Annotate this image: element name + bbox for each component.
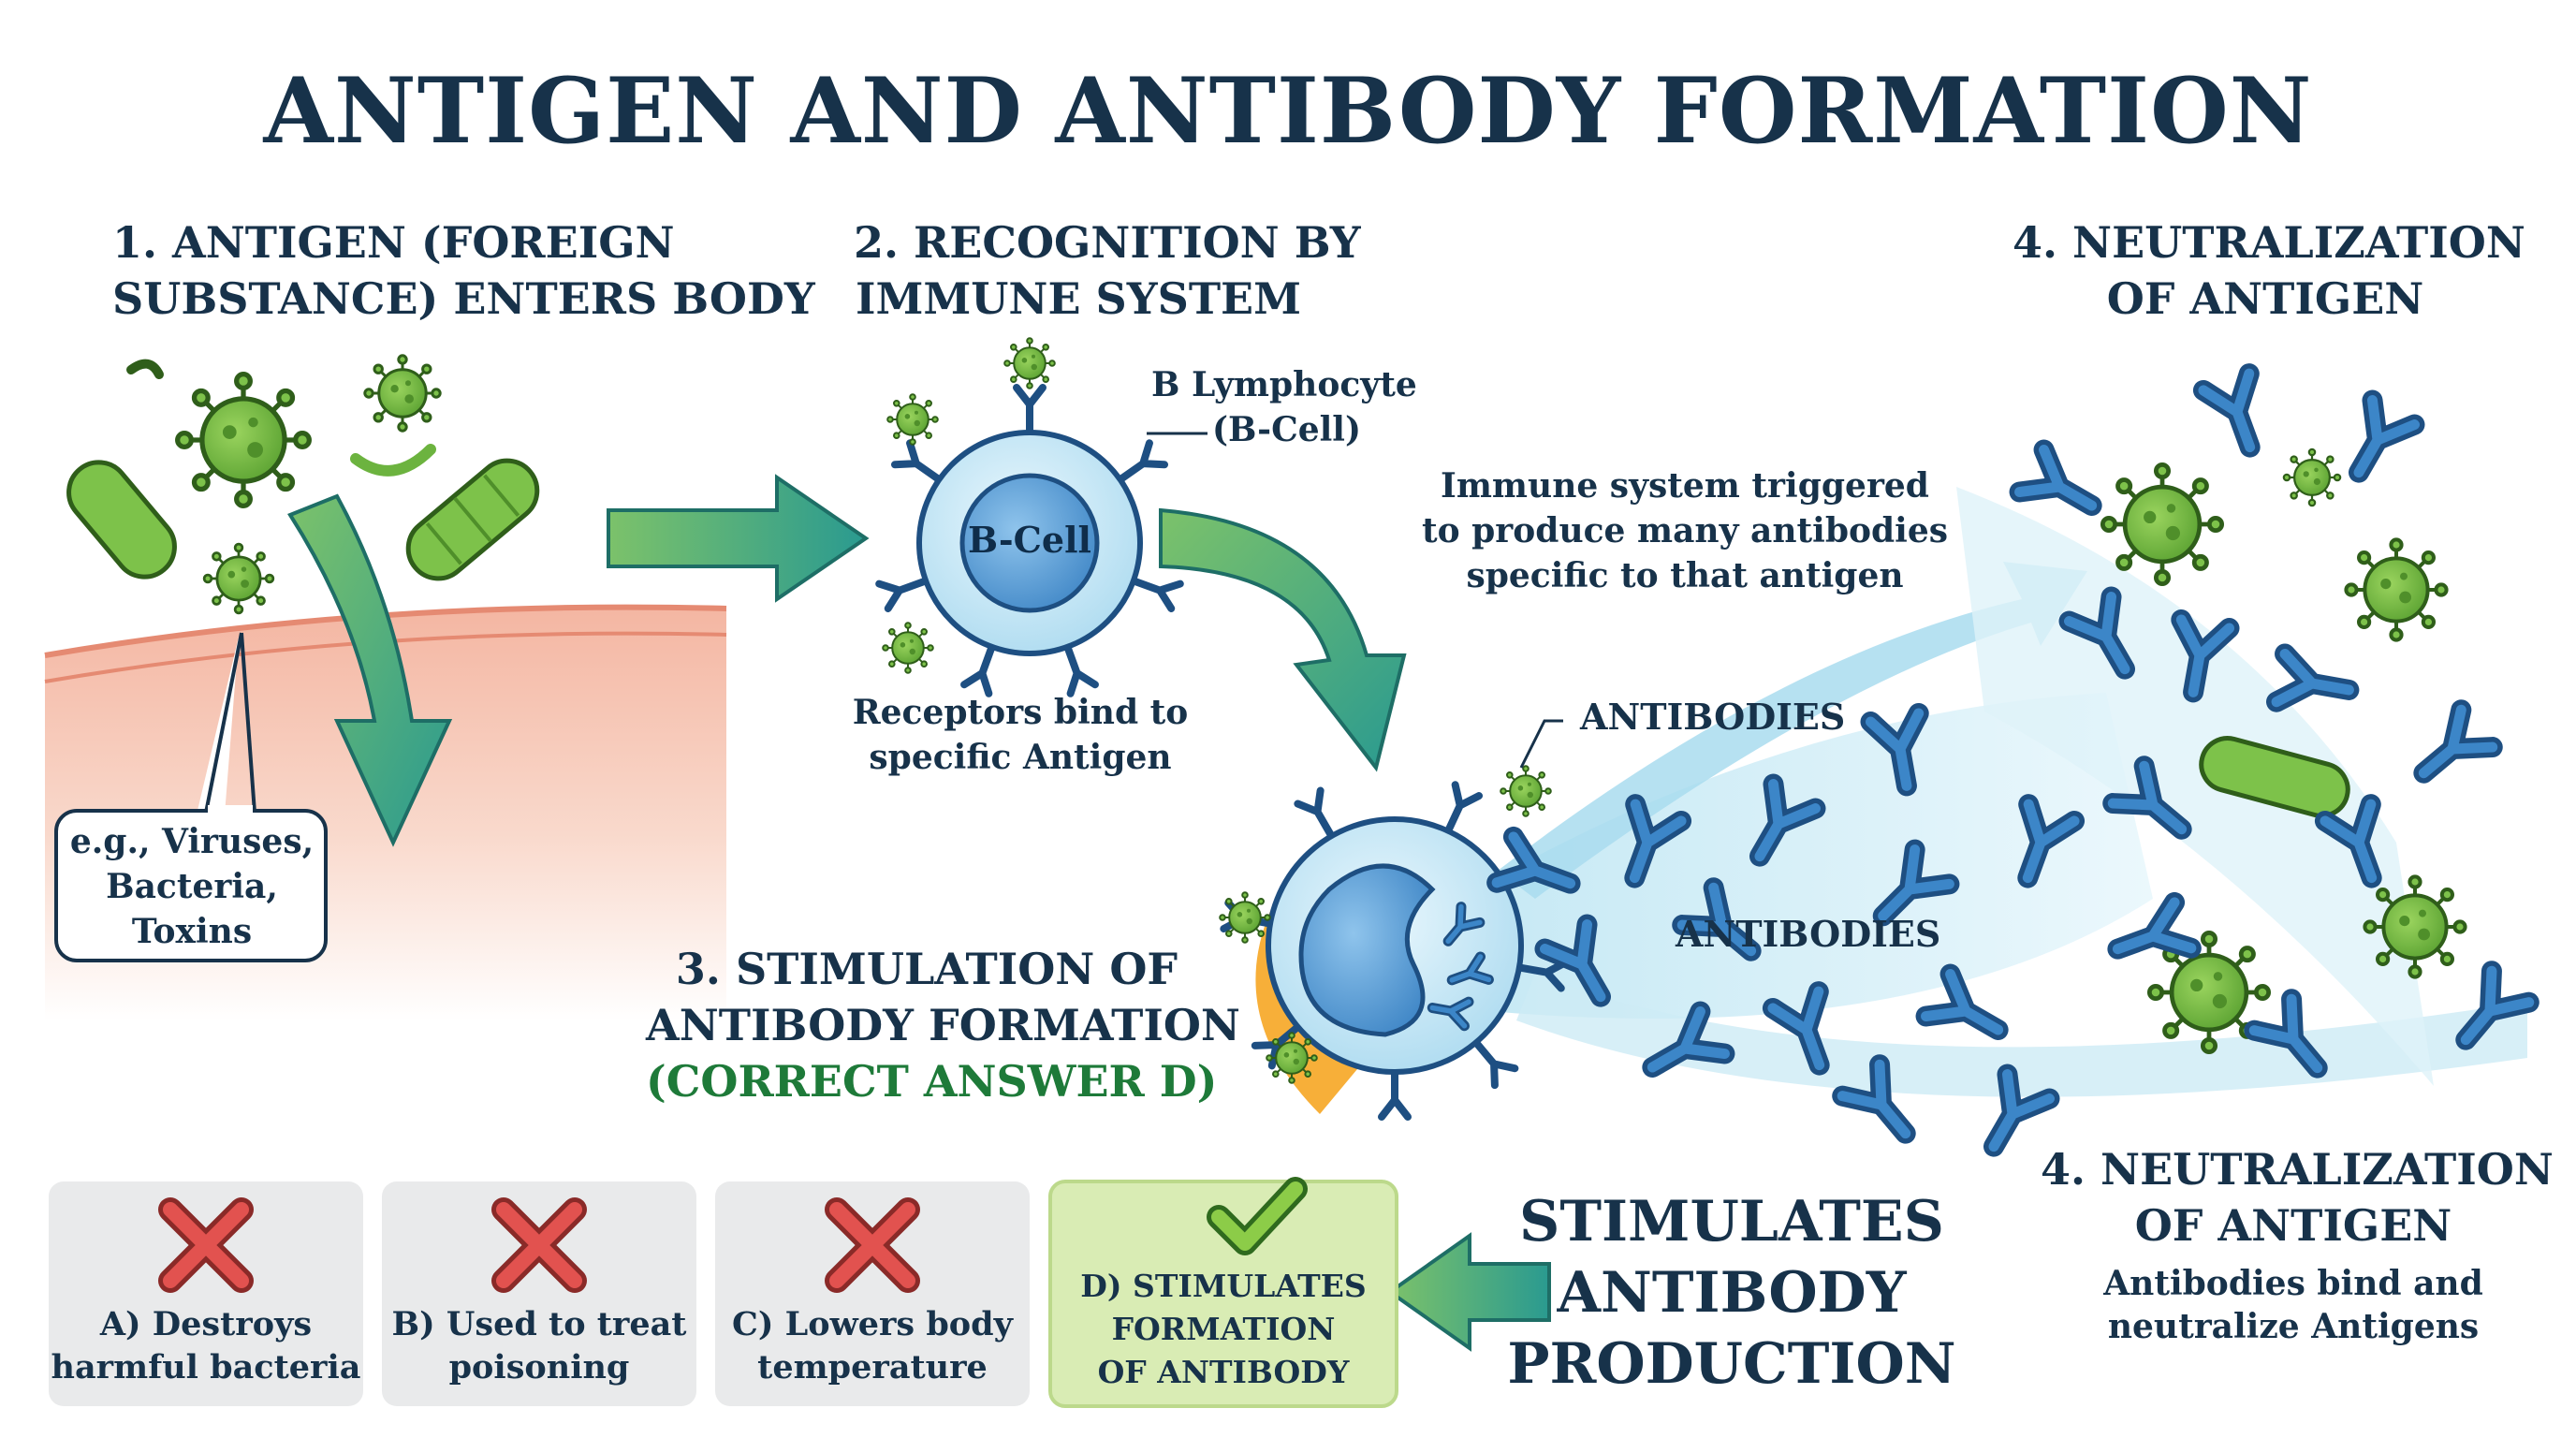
option-d-line3: OF ANTIBODY bbox=[1097, 1354, 1350, 1390]
option-a-line1: A) Destroys bbox=[99, 1305, 313, 1343]
b-cell-recognition bbox=[879, 337, 1180, 694]
b-lymphocyte-label: B Lymphocyte bbox=[1151, 365, 1417, 404]
option-a-box[interactable] bbox=[49, 1181, 363, 1406]
antigen-microbes bbox=[66, 354, 540, 615]
antibodies-label-middle: ANTIBODIES bbox=[1676, 913, 1941, 955]
page-title: ANTIGEN AND ANTIBODY FORMATION bbox=[263, 58, 2313, 164]
option-a-line2: harmful bacteria bbox=[51, 1348, 361, 1387]
step2-title-line2: IMMUNE SYSTEM bbox=[855, 273, 1302, 324]
plasma-cell bbox=[1219, 765, 1565, 1117]
option-d-box[interactable] bbox=[1048, 1180, 1398, 1408]
trigger-line1: Immune system triggered bbox=[1441, 466, 1929, 506]
step3-title-line2: ANTIBODY FORMATION bbox=[646, 1000, 1240, 1050]
leader-lines bbox=[1147, 432, 1563, 769]
neutralization-cluster bbox=[2020, 374, 2529, 1083]
step1-title-line1: 1. ANTIGEN (FOREIGN bbox=[112, 217, 675, 268]
option-a[interactable]: A) Destroys harmful bacteria bbox=[49, 1181, 363, 1406]
example-line1: e.g., Viruses, bbox=[69, 822, 315, 861]
trigger-line2: to produce many antibodies bbox=[1421, 511, 1949, 550]
option-d-line2: FORMATION bbox=[1111, 1311, 1336, 1347]
correct-answer-label: (CORRECT ANSWER D) bbox=[646, 1056, 1218, 1107]
receptors-label-line2: specific Antigen bbox=[869, 738, 1172, 777]
arrow-to-recognition bbox=[607, 474, 870, 603]
step4-top-title-line1: 4. NEUTRALIZATION bbox=[2012, 217, 2525, 268]
option-d[interactable]: D) STIMULATES FORMATION OF ANTIBODY bbox=[1050, 1181, 1397, 1406]
option-d-line1: D) STIMULATES bbox=[1080, 1268, 1367, 1304]
b-cell-label: (B-Cell) bbox=[1212, 410, 1362, 449]
step4-bottom-title-line2: OF ANTIGEN bbox=[2134, 1200, 2452, 1251]
trigger-line3: specific to that antigen bbox=[1466, 556, 1904, 595]
neutralize-caption-line1: Antibodies bind and bbox=[2103, 1264, 2483, 1303]
option-b-line1: B) Used to treat bbox=[391, 1305, 687, 1343]
example-line2: Bacteria, bbox=[106, 867, 278, 906]
step4-top-title-line2: OF ANTIGEN bbox=[2106, 273, 2424, 324]
example-line3: Toxins bbox=[131, 912, 253, 951]
option-b[interactable]: B) Used to treat poisoning bbox=[382, 1181, 696, 1406]
arrow-down-entry bbox=[287, 493, 453, 847]
example-callout bbox=[54, 632, 328, 962]
receptors-label-line1: Receptors bind to bbox=[852, 693, 1189, 732]
stimulates-line2: ANTIBODY bbox=[1557, 1260, 1907, 1326]
option-b-line2: poisoning bbox=[448, 1348, 630, 1387]
option-b-box[interactable] bbox=[382, 1181, 696, 1406]
step3-title-line1: 3. STIMULATION OF bbox=[675, 944, 1178, 994]
antibodies-label-top: ANTIBODIES bbox=[1580, 696, 1846, 738]
b-cell-inner-label: B-Cell bbox=[968, 519, 1091, 561]
stimulates-line1: STIMULATES bbox=[1519, 1189, 1944, 1255]
option-c-line2: temperature bbox=[757, 1348, 988, 1387]
step4-bottom-title-line1: 4. NEUTRALIZATION bbox=[2041, 1144, 2554, 1195]
option-c-box[interactable] bbox=[715, 1181, 1030, 1406]
stimulates-line3: PRODUCTION bbox=[1507, 1331, 1956, 1397]
arrow-to-stimulation bbox=[1159, 507, 1407, 772]
arrow-to-answer bbox=[1386, 1232, 1551, 1352]
step2-title-line1: 2. RECOGNITION BY bbox=[854, 217, 1361, 268]
neutralize-caption-line2: neutralize Antigens bbox=[2107, 1307, 2480, 1346]
step1-title-line2: SUBSTANCE) ENTERS BODY bbox=[112, 273, 815, 324]
option-c[interactable]: C) Lowers body temperature bbox=[715, 1181, 1030, 1406]
option-c-line1: C) Lowers body bbox=[732, 1305, 1013, 1343]
